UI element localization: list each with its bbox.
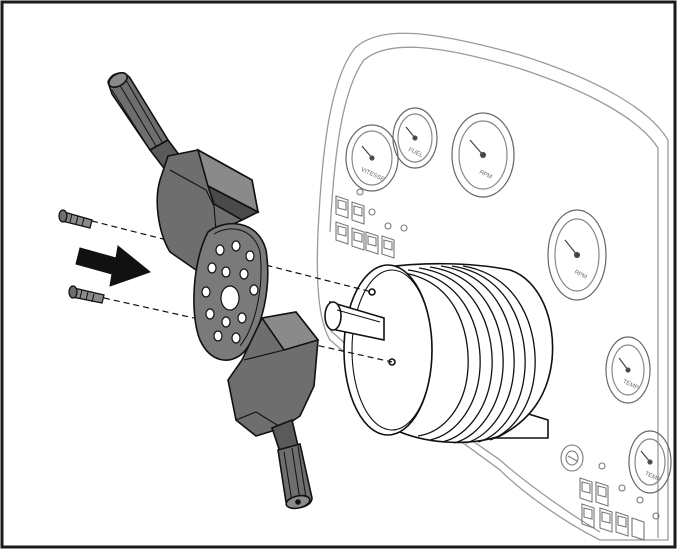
upper-lever-switch bbox=[107, 71, 260, 272]
screw-upper bbox=[58, 209, 93, 229]
screw-hole-upper bbox=[368, 288, 376, 296]
gauge-label: RPM bbox=[573, 270, 588, 281]
gauge-rpm-right: RPM bbox=[547, 209, 607, 301]
mounting-plate bbox=[193, 222, 269, 361]
lower-lever-switch bbox=[227, 311, 320, 510]
screw-lower bbox=[68, 285, 105, 304]
housing-ribs bbox=[396, 265, 536, 444]
gauge-label: RPM bbox=[478, 170, 493, 181]
housing-front-rim bbox=[351, 269, 433, 431]
mounting-plate-holes bbox=[201, 240, 259, 344]
gauge-rpm-large: RPM bbox=[451, 112, 515, 198]
lower-screw-alignment-line bbox=[103, 297, 393, 363]
assembly-direction-arrow bbox=[75, 245, 152, 287]
steering-shaft bbox=[324, 300, 385, 341]
rocker-switch-group-left bbox=[335, 188, 408, 259]
key-switch bbox=[560, 444, 584, 472]
steering-column-housing bbox=[324, 262, 554, 444]
rocker-switch-group-bottom bbox=[579, 462, 660, 541]
dashboard-panel-inner-edge bbox=[329, 46, 659, 538]
